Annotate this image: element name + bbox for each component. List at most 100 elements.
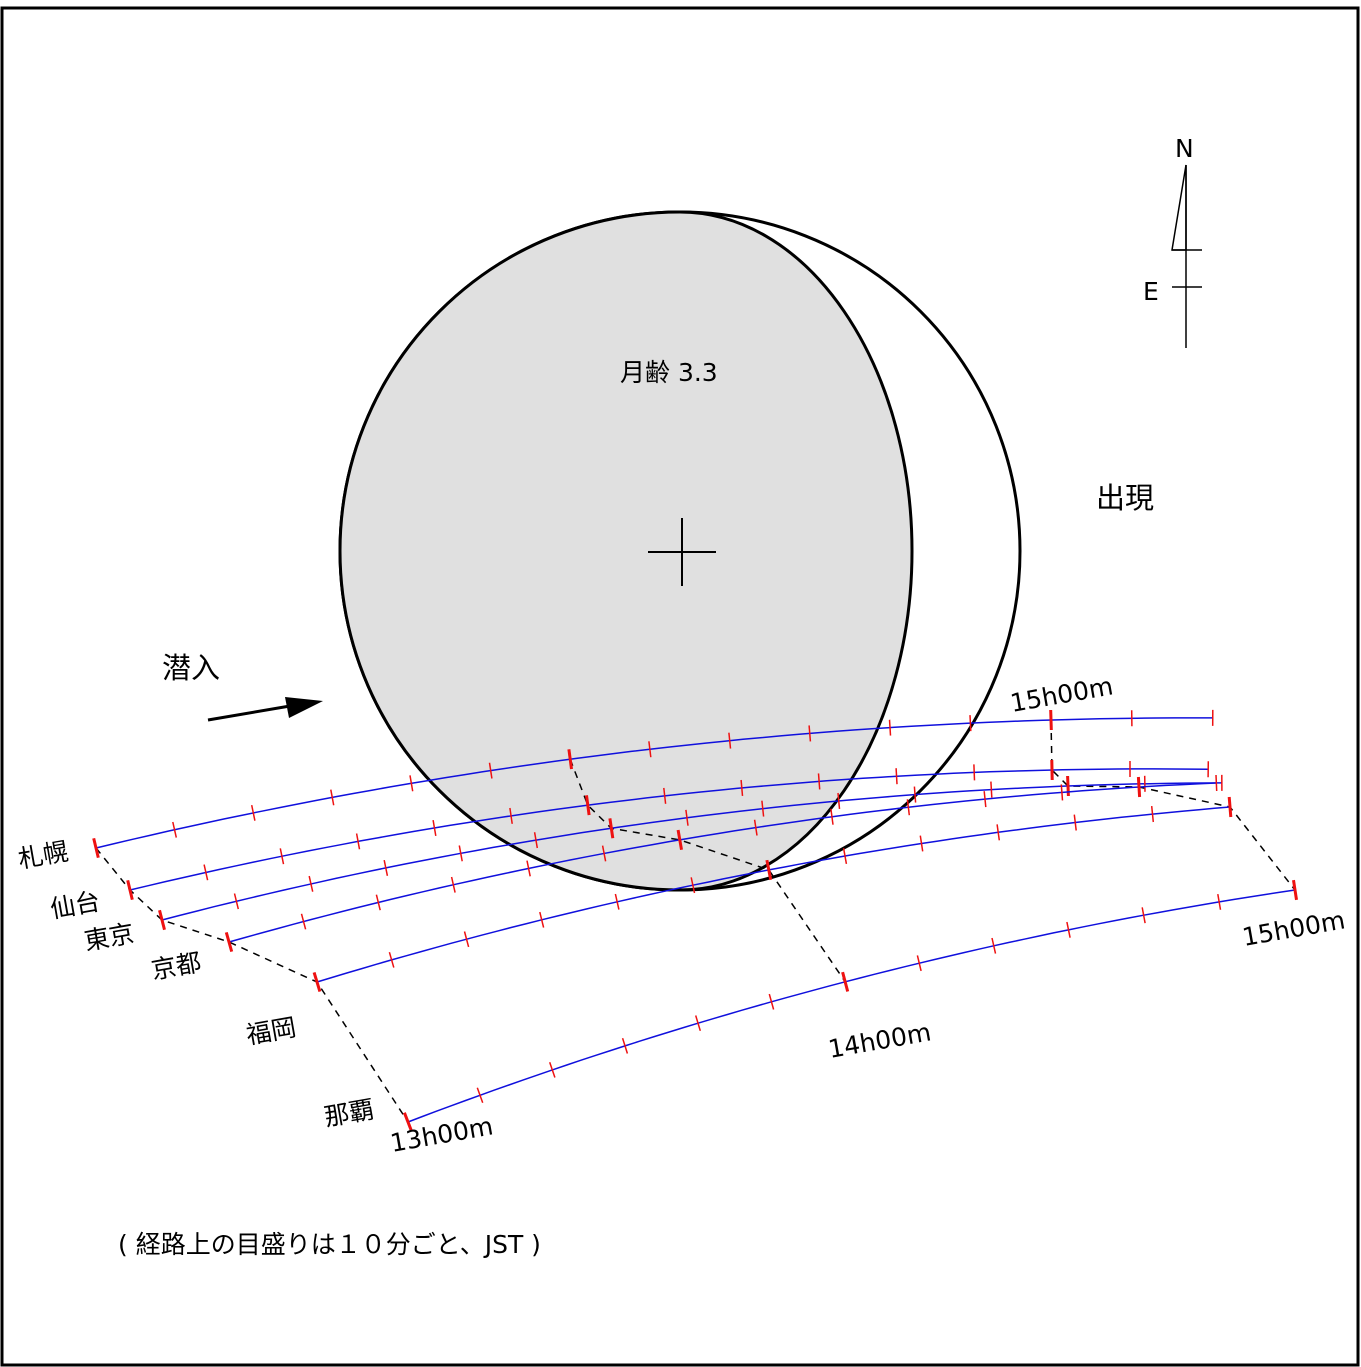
tick-tokyo-5 [533, 832, 539, 849]
tick-sendai-10 [895, 768, 898, 785]
tick-sapporo-8 [728, 732, 732, 749]
tick-sendai-9 [817, 773, 821, 790]
tick-fukuoka-8 [919, 835, 924, 852]
tick-fukuoka-5 [690, 877, 696, 894]
occultation-paths [92, 709, 1298, 1132]
tick-tokyo-3 [383, 859, 389, 876]
tick-sendai-4 [432, 819, 437, 837]
tick-fukuoka-4 [614, 893, 620, 910]
emersion-label: 出現 [1096, 481, 1154, 515]
tick-sapporo-9 [808, 725, 812, 742]
path-kyoto [228, 782, 1217, 943]
tick-naha-12 [1292, 879, 1298, 901]
tick-naha-0 [403, 1112, 413, 1132]
time-connector-2 [1050, 719, 1296, 891]
tick-sendai-6 [585, 795, 591, 816]
compass-north-label: N [1175, 134, 1194, 163]
tick-naha-9 [1066, 921, 1071, 938]
tick-tokyo-6 [608, 818, 615, 839]
tick-fukuoka-0 [312, 971, 322, 993]
tick-sapporo-12 [1049, 709, 1053, 731]
tick-kyoto-5 [601, 845, 607, 862]
tick-tokyo-7 [685, 809, 689, 826]
tick-fukuoka-1 [388, 951, 395, 968]
tick-fukuoka-6 [765, 859, 773, 881]
tick-tokyo-11 [990, 781, 993, 798]
city-label-sapporo: 札幌 [16, 837, 70, 874]
tick-tokyo-12 [1066, 775, 1070, 797]
tick-tokyo-1 [233, 893, 240, 910]
city-label-naha: 那覇 [322, 1095, 376, 1132]
moon-dark-part [338, 210, 914, 892]
tick-sendai-2 [279, 848, 285, 865]
tick-sapporo-7 [648, 741, 652, 758]
time-label-naha-1500: 15h00m [1240, 905, 1347, 952]
immersion-label: 潜入 [162, 651, 220, 685]
compass-rose [1171, 164, 1202, 348]
tick-sendai-8 [740, 779, 744, 796]
tick-kyoto-9 [906, 799, 911, 816]
tick-sapporo-6 [567, 749, 573, 770]
tick-tokyo-0 [158, 909, 166, 931]
time-label-sapporo-1500: 15h00m [1008, 671, 1115, 718]
diagram-frame [0, 6, 1360, 1367]
motion-arrow [207, 697, 323, 722]
tick-kyoto-0 [224, 931, 234, 953]
tick-fukuoka-11 [1150, 806, 1155, 823]
tick-sendai-7 [663, 787, 667, 804]
tick-sendai-5 [509, 807, 513, 824]
tick-tokyo-8 [761, 800, 765, 817]
tick-sapporo-3 [330, 789, 335, 806]
time-label-naha-start: 13h00m [388, 1111, 495, 1158]
tick-sapporo-0 [92, 837, 100, 859]
tick-naha-8 [991, 937, 997, 954]
tick-tokyo-2 [308, 875, 314, 892]
tick-naha-10 [1141, 907, 1146, 924]
tick-sapporo-2 [250, 804, 256, 821]
time-label-naha-1400: 14h00m [826, 1017, 933, 1064]
tick-kyoto-12 [1136, 776, 1142, 798]
tick-sendai-3 [355, 833, 361, 850]
tick-fukuoka-7 [842, 848, 848, 865]
tick-naha-11 [1217, 893, 1222, 910]
tick-kyoto-10 [983, 791, 987, 808]
time-connector-1 [569, 758, 846, 983]
tick-fukuoka-3 [539, 911, 545, 928]
tick-fukuoka-2 [463, 931, 470, 948]
tick-fukuoka-10 [1073, 814, 1077, 831]
city-label-fukuoka: 福岡 [244, 1013, 298, 1050]
tick-sendai-1 [203, 864, 209, 881]
moon-age-label: 月齢 3.3 [620, 358, 718, 387]
tick-tokyo-4 [458, 845, 463, 862]
city-label-sendai: 仙台 [48, 887, 102, 924]
path-naha [407, 889, 1296, 1123]
tick-sapporo-10 [888, 719, 892, 736]
tick-fukuoka-9 [996, 824, 1001, 841]
tick-kyoto-7 [753, 819, 758, 836]
time-connector-0 [95, 847, 409, 1123]
tick-kyoto-1 [300, 913, 307, 930]
compass-east-label: E [1143, 277, 1159, 306]
tick-naha-7 [916, 955, 922, 972]
tick-kyoto-11 [1060, 784, 1064, 801]
tick-sendai-11 [973, 764, 976, 781]
tick-sapporo-1 [172, 821, 178, 838]
tick-naha-3 [621, 1037, 629, 1054]
tick-kyoto-8 [830, 808, 834, 825]
tick-fukuoka-12 [1227, 796, 1233, 818]
city-label-kyoto: 京都 [149, 948, 203, 985]
tick-sapporo-5 [488, 762, 493, 779]
tick-sendai-0 [126, 879, 134, 901]
tick-kyoto-13 [1215, 774, 1218, 792]
tick-naha-6 [841, 971, 850, 992]
tick-sapporo-4 [409, 775, 414, 792]
city-label-tokyo: 東京 [82, 919, 136, 956]
tick-naha-2 [548, 1062, 556, 1078]
tick-kyoto-2 [375, 894, 381, 911]
tick-sapporo-11 [969, 715, 972, 732]
tick-naha-5 [768, 993, 775, 1010]
tick-tokyo-10 [913, 786, 917, 803]
tick-naha-4 [694, 1015, 702, 1032]
tick-kyoto-4 [526, 860, 531, 877]
